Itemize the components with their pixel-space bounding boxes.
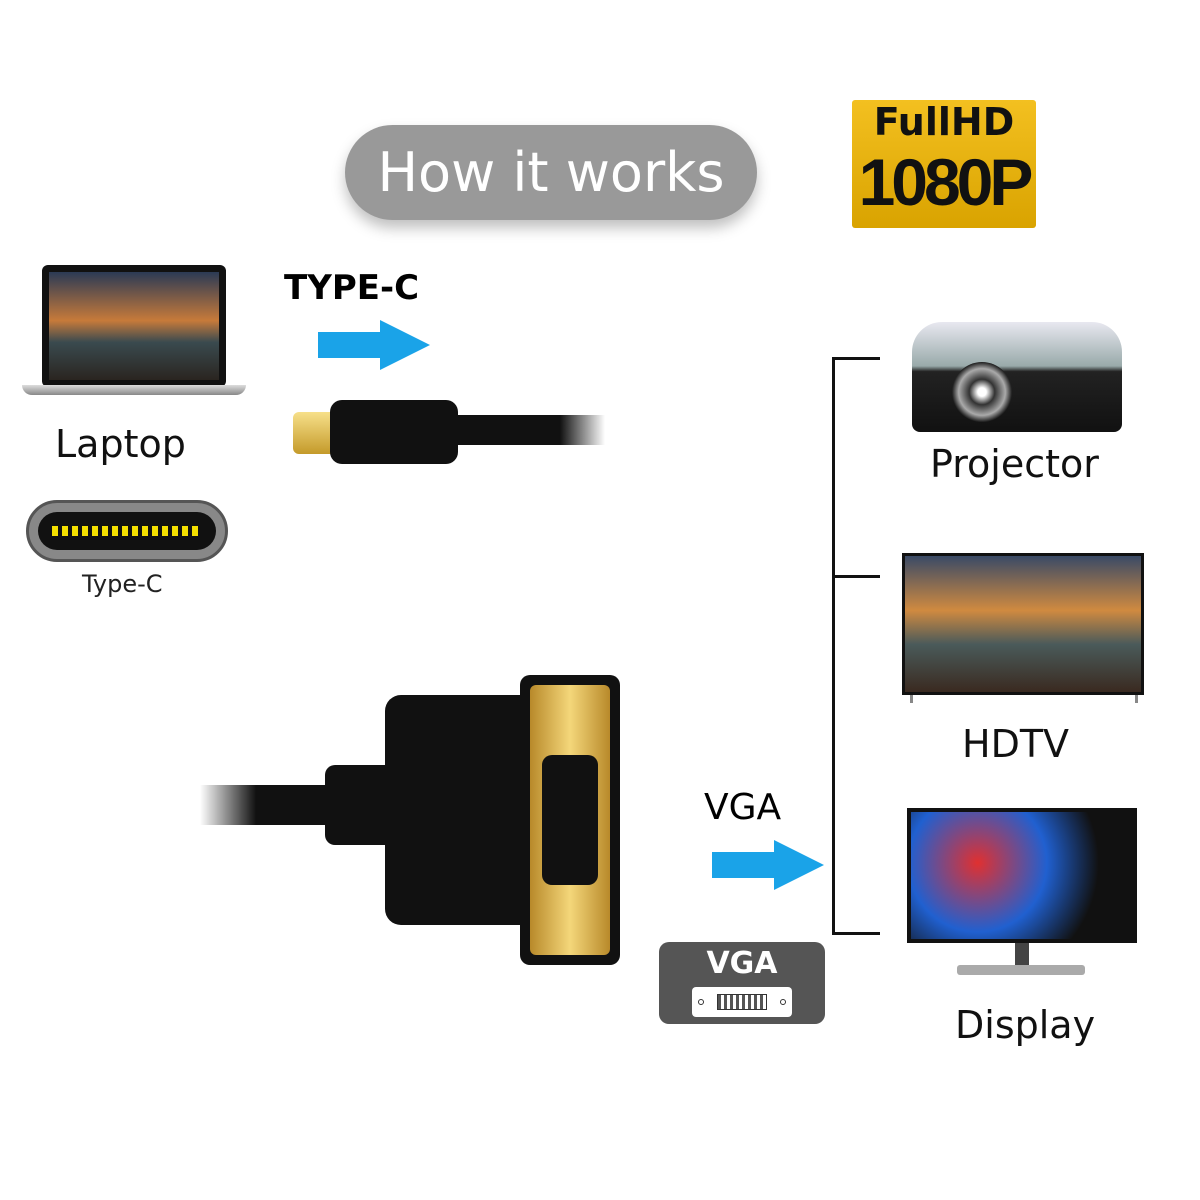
full-hd-badge: FullHD 1080P	[852, 100, 1036, 228]
arrow-right-icon	[318, 320, 430, 370]
vga-cable	[200, 785, 340, 825]
vga-port-icon	[692, 987, 792, 1017]
badge-full: Full	[873, 100, 951, 144]
monitor-base	[957, 965, 1085, 975]
vga-badge-label: VGA	[706, 946, 778, 981]
vga-label: VGA	[704, 787, 782, 828]
vga-strain-relief	[325, 765, 395, 845]
usb-c-connector-housing	[330, 400, 458, 464]
arrow-right-icon	[712, 840, 824, 890]
vga-port-badge: VGA	[659, 942, 825, 1024]
monitor-icon	[907, 808, 1137, 943]
monitor-stand	[1015, 943, 1029, 968]
output-bracket-mid	[832, 575, 880, 578]
badge-resolution: 1080P	[858, 145, 1034, 219]
badge-hd: HD	[950, 100, 1015, 144]
output-bracket	[832, 357, 880, 935]
projector-icon	[912, 322, 1122, 432]
usb-c-port-icon	[26, 500, 228, 562]
hdtv-icon	[902, 553, 1144, 695]
how-it-works-banner: How it works	[345, 125, 757, 220]
laptop-icon	[42, 265, 226, 387]
type-c-label: TYPE-C	[284, 268, 420, 308]
hdtv-stand	[910, 695, 1138, 703]
type-c-port-label: Type-C	[82, 570, 163, 598]
display-label: Display	[955, 1003, 1096, 1047]
hdtv-label: HDTV	[962, 722, 1070, 766]
laptop-label: Laptop	[55, 422, 186, 466]
vga-plug-shell	[520, 675, 620, 965]
laptop-base	[22, 385, 246, 395]
usb-c-cable	[455, 415, 605, 445]
projector-label: Projector	[930, 442, 1099, 486]
